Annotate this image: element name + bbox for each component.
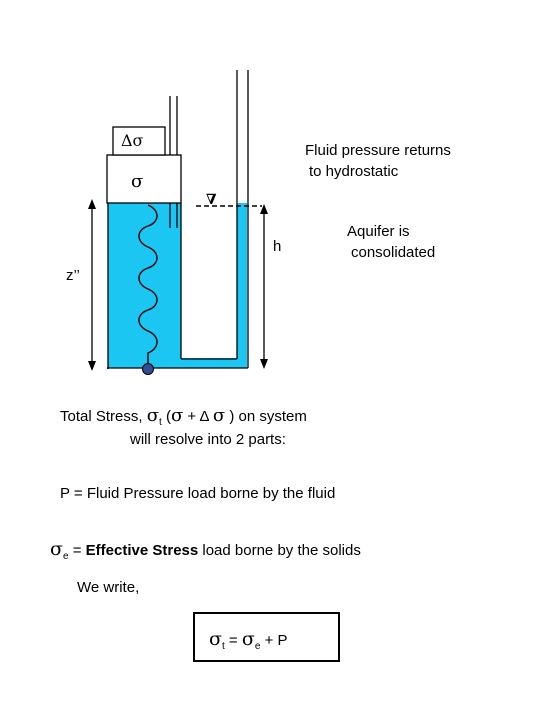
load-box-sigma <box>106 154 182 204</box>
spring <box>138 204 158 368</box>
sigma-label: σ <box>131 171 144 192</box>
fluid-note-line1: Fluid pressure returns <box>305 142 451 159</box>
equation-box <box>193 612 340 662</box>
aquifer-note-line2: consolidated <box>351 244 436 261</box>
equation: σt = σe + P <box>209 628 288 653</box>
fluid-pressure-line: P = Fluid Pressure load borne by the flu… <box>60 485 336 502</box>
water-table-icon: ∇ <box>206 192 217 208</box>
h-label: h <box>273 238 282 255</box>
total-stress-line1: Total Stress, σt (σ + Δ σ ) on system <box>60 405 307 428</box>
pipe-water-bottom <box>181 358 237 368</box>
effective-stress-line: σe = Effective Stress load borne by the … <box>50 538 361 563</box>
aquifer-note-line1: Aquifer is <box>347 223 410 240</box>
sigma-symbol: σ <box>146 405 159 426</box>
standpipe-water <box>237 203 247 368</box>
total-stress-line2: will resolve into 2 parts: <box>130 431 286 448</box>
z-label: z’’ <box>66 267 80 284</box>
we-write-label: We write, <box>77 579 140 596</box>
load-box-delta-sigma <box>112 126 166 156</box>
spring-anchor <box>142 363 154 375</box>
delta-sigma-label: Δσ <box>121 131 144 150</box>
fluid-note-line2: to hydrostatic <box>309 163 399 180</box>
aquifer-water <box>108 203 181 368</box>
